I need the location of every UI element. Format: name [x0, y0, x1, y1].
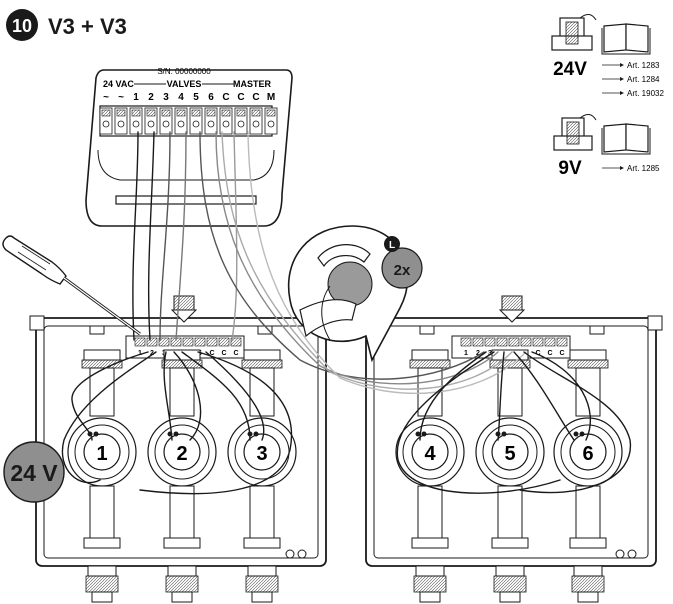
legend-article: Art. 1285 — [627, 164, 660, 173]
voltage-badge-label: 24 V — [10, 460, 58, 486]
box-terminal: C — [544, 337, 556, 357]
controller-terminal-block — [99, 107, 278, 135]
box-terminal-label: C — [233, 350, 238, 357]
box-terminal: 2 — [472, 337, 484, 357]
valve-number: 2 — [176, 443, 187, 465]
controller-terminal-label: 6 — [208, 92, 214, 103]
controller-terminal-label: C — [222, 92, 229, 103]
controller-terminal-label: C — [252, 92, 259, 103]
controller-terminal-label: 1 — [133, 92, 139, 103]
crimp-letter: L — [389, 240, 395, 251]
valves: 1 2 3 4 5 6 — [67, 349, 623, 603]
controller-terminal-screw — [114, 107, 128, 135]
valve-number: 5 — [504, 443, 515, 465]
arrow-right-icon — [602, 63, 624, 95]
legend-24v: 24V Art. 1283 Art. 1284 Art. 19032 — [551, 14, 664, 98]
legend-voltage-24v: 24V — [553, 59, 587, 80]
controller-terminal-screw — [219, 107, 233, 135]
legend-voltage-9v: 9V — [558, 158, 582, 179]
crimp-pliers-icon — [299, 244, 373, 341]
manual-book-icon — [601, 123, 651, 155]
box-terminal: C — [206, 337, 218, 357]
box-terminal-label: 1 — [138, 350, 142, 357]
step-number: 10 — [12, 16, 32, 36]
valve-number: 1 — [96, 443, 107, 465]
controller-terminal-label: 4 — [178, 92, 184, 103]
controller-terminal-label: ~ — [118, 92, 124, 103]
valve-with-connector-icon — [551, 14, 597, 51]
valve-with-connector-icon — [553, 114, 597, 151]
controller-terminal-label: C — [237, 92, 244, 103]
box-terminal: C — [532, 337, 544, 357]
box-terminal: 3 — [484, 337, 496, 357]
controller-terminal-label: ~ — [103, 92, 109, 103]
box-terminal-label: C — [559, 350, 564, 357]
controller-terminal-screw — [144, 107, 158, 135]
box-terminal: 1 — [460, 337, 472, 357]
legend-9v: 9V Art. 1285 — [553, 114, 660, 179]
box-terminal-label: C — [221, 350, 226, 357]
wires — [61, 131, 632, 495]
box-terminal: 2 — [146, 337, 158, 357]
manual-book-icon — [601, 23, 651, 55]
controller-terminal-label: 5 — [193, 92, 199, 103]
box-terminal: C — [556, 337, 568, 357]
controller-terminal-screw — [159, 107, 173, 135]
crimp-letter-badge — [384, 236, 400, 252]
controller-terminal-screw — [174, 107, 188, 135]
controller-terminal-label: 3 — [163, 92, 169, 103]
box-terminal-label: 1 — [464, 350, 468, 357]
arrow-right-icon — [602, 166, 624, 170]
valve-number: 6 — [582, 443, 593, 465]
serial-number: S/N: 00000000 — [157, 67, 211, 76]
box-terminal-label: C — [547, 350, 552, 357]
controller-terminal-screw — [234, 107, 248, 135]
label-24vac: 24 VAC — [103, 79, 134, 89]
valve: 6 — [553, 349, 623, 603]
label-master: MASTER — [233, 79, 272, 89]
valve: 2 — [147, 349, 217, 603]
controller-terminal-screw — [204, 107, 218, 135]
box-terminal-label: C — [209, 350, 214, 357]
controller-terminal-screw — [129, 107, 143, 135]
legend-article: Art. 1284 — [627, 75, 660, 84]
step-number-badge-icon — [6, 9, 38, 41]
crimp-detail-bubble: 2x L — [287, 225, 423, 363]
box-terminal-label: 3 — [488, 350, 492, 357]
crimp-count-badge — [381, 247, 423, 289]
box-terminal: 1 — [134, 337, 146, 357]
controller-terminal-label: M — [267, 92, 275, 103]
controller-terminal-screw — [189, 107, 203, 135]
controller-terminal-label: 2 — [148, 92, 154, 103]
step-header: 10 V3 + V3 — [6, 9, 127, 41]
legend-article: Art. 19032 — [627, 89, 664, 98]
valve: 5 — [475, 349, 545, 603]
screw-cap — [498, 295, 526, 323]
box-terminal: C — [218, 337, 230, 357]
label-valves: VALVES — [167, 79, 202, 89]
screwdriver-icon — [2, 235, 141, 336]
crimp-count: 2x — [394, 262, 411, 279]
box-terminal: C — [230, 337, 242, 357]
valve-number: 3 — [256, 443, 267, 465]
valve: 1 — [67, 349, 137, 603]
controller-terminal-screw — [249, 107, 263, 135]
controller-terminal-screw — [264, 107, 278, 135]
box-terminal-label: 2 — [150, 350, 154, 357]
box-terminal-label: 2 — [476, 350, 480, 357]
box-terminal-label: C — [535, 350, 540, 357]
valve-number: 4 — [424, 443, 436, 465]
step-title: V3 + V3 — [48, 14, 127, 39]
controller-terminal-screw — [99, 107, 113, 135]
legend-article: Art. 1283 — [627, 61, 660, 70]
voltage-badge-24v: 24 V — [3, 441, 65, 503]
